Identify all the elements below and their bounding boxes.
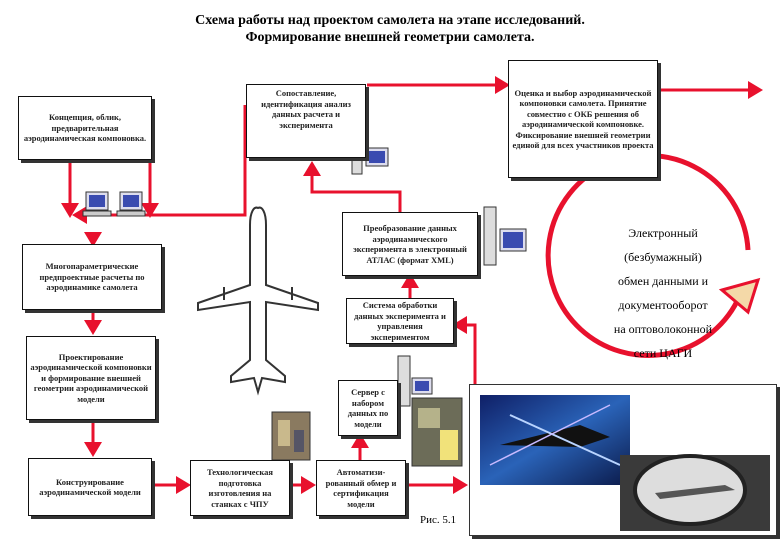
airplane-silhouette <box>197 206 319 396</box>
box-evaluation-text: Оценка и выбор аэродинамической компонов… <box>512 87 654 151</box>
box-processing-text: Система обработки данных эксперимента и … <box>354 300 446 342</box>
box-server-text: Сервер с набором данных по модели <box>347 387 389 429</box>
box-comparison-text: Сопоставление, идентификация анализ данн… <box>261 88 351 130</box>
box-multiparam-text: Многопараметрические предпроектные расче… <box>39 261 145 293</box>
box-construction-text: Конструирование аэродинамической модели <box>39 476 141 498</box>
box-design-text: Проектирование аэродинамической компонов… <box>30 351 152 404</box>
box-technology: Технологическая подготовка изготовления … <box>190 460 290 516</box>
ring-line-5: на оптоволоконной <box>613 322 713 336</box>
arrow-conversion-comparison <box>303 161 402 212</box>
box-design: Проектирование аэродинамической компонов… <box>26 336 156 420</box>
figure-label: Рис. 5.1 <box>420 514 457 526</box>
diagram-title: Схема работы над проектом самолета на эт… <box>130 12 650 46</box>
box-automated: Автоматизи-рованный обмер и сертификация… <box>316 460 406 516</box>
box-comparison: Сопоставление, идентификация анализ данн… <box>246 84 366 158</box>
box-evaluation: Оценка и выбор аэродинамической компонов… <box>508 60 658 178</box>
wind-tunnel-photo <box>469 384 777 536</box>
computer-icon <box>483 206 527 266</box>
title-line-2: Формирование внешней геометрии самолета. <box>245 30 535 45</box>
arrow-panel-processing <box>452 316 477 384</box>
box-technology-text: Технологическая подготовка изготовления … <box>206 467 274 509</box>
box-multiparam: Многопараметрические предпроектные расче… <box>22 244 162 310</box>
box-conversion: Преобразование данных аэродинамического … <box>342 212 478 276</box>
ring-line-3: обмен данными и <box>617 274 709 288</box>
exchange-ring <box>545 153 761 358</box>
ring-line-4: документооборот <box>618 298 708 312</box>
computer-icon <box>397 355 433 407</box>
ring-line-1: Электронный <box>628 226 698 240</box>
ring-line-2: (безбумажный) <box>624 250 702 264</box>
title-line-1: Схема работы над проектом самолета на эт… <box>195 13 585 28</box>
box-server: Сервер с набором данных по модели <box>338 380 398 436</box>
box-automated-text: Автоматизи-рованный обмер и сертификация… <box>325 467 397 509</box>
machine-photo <box>271 411 311 461</box>
ring-line-6: сети ЦАГИ <box>633 346 693 360</box>
box-concept-text: Концепция, облик, предварительная аэроди… <box>23 112 147 144</box>
box-conversion-text: Преобразование данных аэродинамического … <box>353 223 467 265</box>
box-concept: Концепция, облик, предварительная аэроди… <box>18 96 152 160</box>
measurement-photo <box>411 397 463 467</box>
computer-icon <box>82 191 112 217</box>
box-construction: Конструирование аэродинамической модели <box>28 458 152 516</box>
computer-icon <box>116 191 146 217</box>
box-processing: Система обработки данных эксперимента и … <box>346 298 454 344</box>
